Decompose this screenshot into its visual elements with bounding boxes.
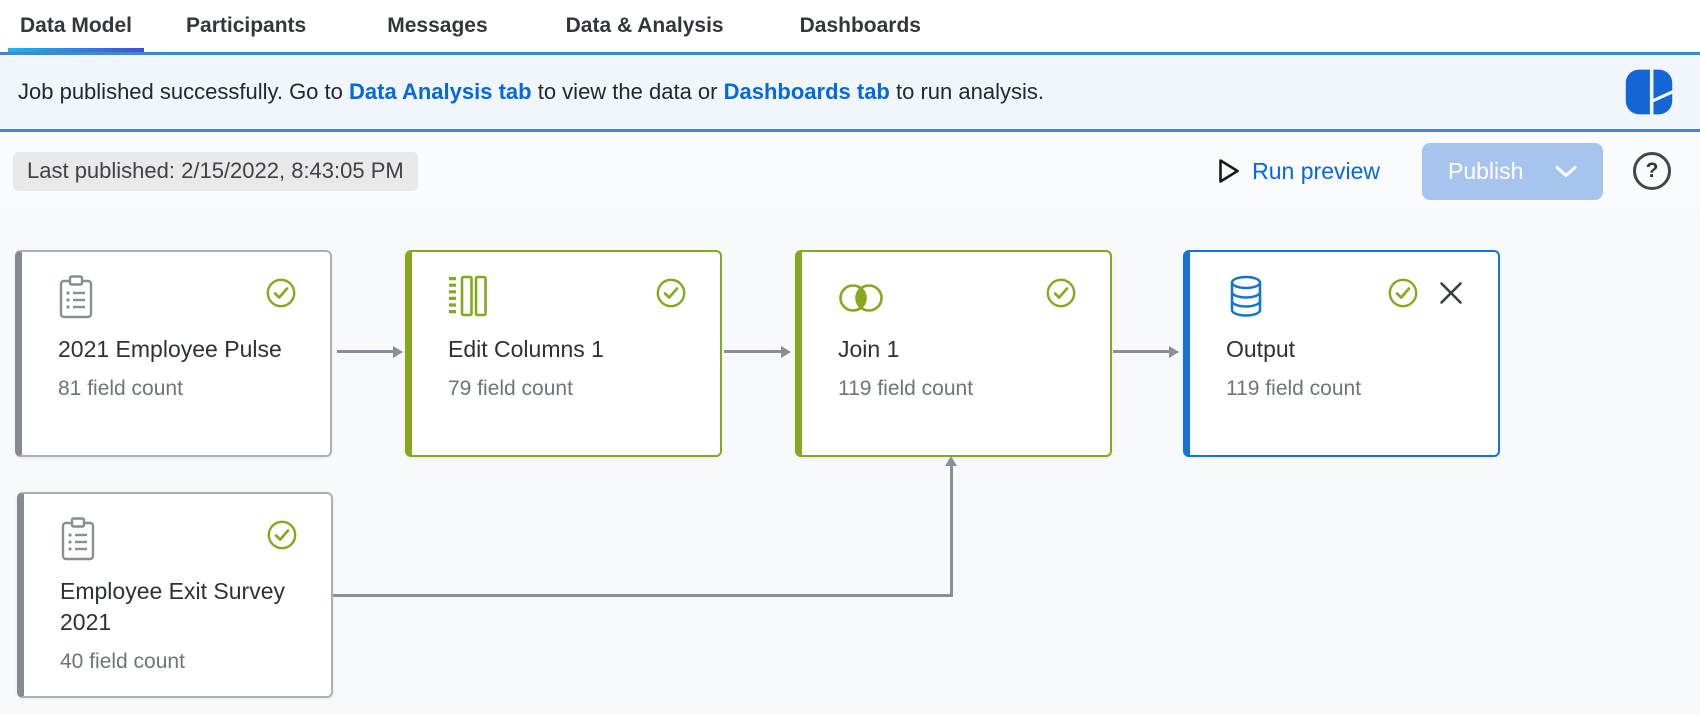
last-published-text: Last published: 2/15/2022, 8:43:05 PM: [27, 158, 404, 183]
node-title: Output: [1226, 336, 1296, 362]
tab-data-model[interactable]: Data Model: [8, 0, 145, 52]
tab-label: Participants: [186, 14, 307, 37]
survey-clipboard-icon: [58, 274, 94, 320]
node-title: Employee Exit Survey 2021: [60, 578, 285, 635]
data-model-flow-canvas: 2021 Employee Pulse 81 field count Edit …: [0, 210, 1700, 714]
connector-editcolumns-to-join: [724, 350, 783, 353]
connector-exitsurvey-to-join-vertical: [950, 466, 953, 597]
arrowhead-icon: [1169, 346, 1179, 358]
success-check-icon: [266, 278, 296, 308]
tab-dashboards[interactable]: Dashboards: [788, 0, 933, 52]
tab-messages[interactable]: Messages: [375, 0, 499, 52]
last-published-badge: Last published: 2/15/2022, 8:43:05 PM: [13, 151, 418, 191]
node-header: [838, 274, 1076, 320]
success-check-icon: [267, 520, 297, 550]
toolbar-right-group: Run preview Publish ?: [1217, 142, 1671, 200]
edit-columns-icon: [448, 274, 488, 318]
arrowhead-icon: [945, 456, 957, 466]
success-notification-bar: Job published successfully. Go to Data A…: [0, 55, 1700, 132]
join-venn-icon: [838, 282, 884, 314]
node-field-count: 81 field count: [58, 377, 183, 400]
tab-data-analysis[interactable]: Data & Analysis: [554, 0, 736, 52]
connector-join-to-output: [1113, 350, 1171, 353]
node-title: Edit Columns 1: [448, 336, 604, 362]
node-field-count: 119 field count: [838, 377, 974, 400]
survey-clipboard-icon: [60, 516, 96, 562]
tab-label: Data Model: [20, 14, 133, 37]
node-output[interactable]: Output 119 field count: [1183, 250, 1500, 457]
database-icon: [1226, 274, 1266, 320]
help-button[interactable]: ?: [1633, 152, 1671, 190]
data-analysis-tab-link[interactable]: Data Analysis tab: [349, 79, 532, 104]
success-check-icon: [1046, 278, 1076, 308]
run-preview-button[interactable]: Run preview: [1217, 157, 1380, 185]
node-join-1[interactable]: Join 1 119 field count: [795, 250, 1112, 457]
node-source-employee-exit-survey-2021[interactable]: Employee Exit Survey 2021 40 field count: [17, 492, 333, 698]
publish-label: Publish: [1448, 157, 1524, 184]
play-icon: [1217, 157, 1241, 185]
tab-participants[interactable]: Participants: [174, 0, 318, 52]
connector-pulse-to-editcolumns: [337, 350, 395, 353]
arrowhead-icon: [393, 346, 403, 358]
question-mark-icon: ?: [1645, 159, 1659, 182]
node-header: [448, 274, 686, 320]
node-title: Join 1: [838, 336, 900, 362]
tab-label: Messages: [387, 14, 488, 37]
dashboards-tab-link[interactable]: Dashboards tab: [723, 79, 890, 104]
chevron-down-icon: [1555, 165, 1577, 178]
node-title: 2021 Employee Pulse: [58, 336, 282, 362]
node-header: [1226, 274, 1464, 320]
notification-text: to run analysis.: [889, 79, 1044, 104]
actions-toolbar: Last published: 2/15/2022, 8:43:05 PM Ru…: [0, 132, 1700, 210]
run-preview-label: Run preview: [1252, 157, 1380, 184]
success-check-icon: [656, 278, 686, 308]
publish-button[interactable]: Publish: [1422, 142, 1603, 200]
notification-text: Job published successfully. Go to: [18, 79, 349, 104]
tab-label: Dashboards: [799, 14, 921, 37]
top-tab-bar: Data Model Participants Messages Data & …: [0, 0, 1700, 55]
notification-text: to view the data or: [531, 79, 724, 104]
tab-label: Data & Analysis: [565, 14, 724, 37]
success-check-icon: [1388, 278, 1418, 308]
brand-logo-icon: [1624, 66, 1674, 118]
node-field-count: 79 field count: [448, 377, 573, 400]
connector-exitsurvey-to-join-horizontal: [333, 594, 953, 597]
node-field-count: 40 field count: [60, 650, 185, 673]
node-header: [58, 274, 296, 320]
close-icon[interactable]: [1438, 280, 1464, 306]
arrowhead-icon: [781, 346, 791, 358]
node-source-2021-employee-pulse[interactable]: 2021 Employee Pulse 81 field count: [15, 250, 332, 457]
node-edit-columns-1[interactable]: Edit Columns 1 79 field count: [405, 250, 722, 457]
node-header: [60, 516, 297, 562]
node-field-count: 119 field count: [1226, 377, 1362, 400]
